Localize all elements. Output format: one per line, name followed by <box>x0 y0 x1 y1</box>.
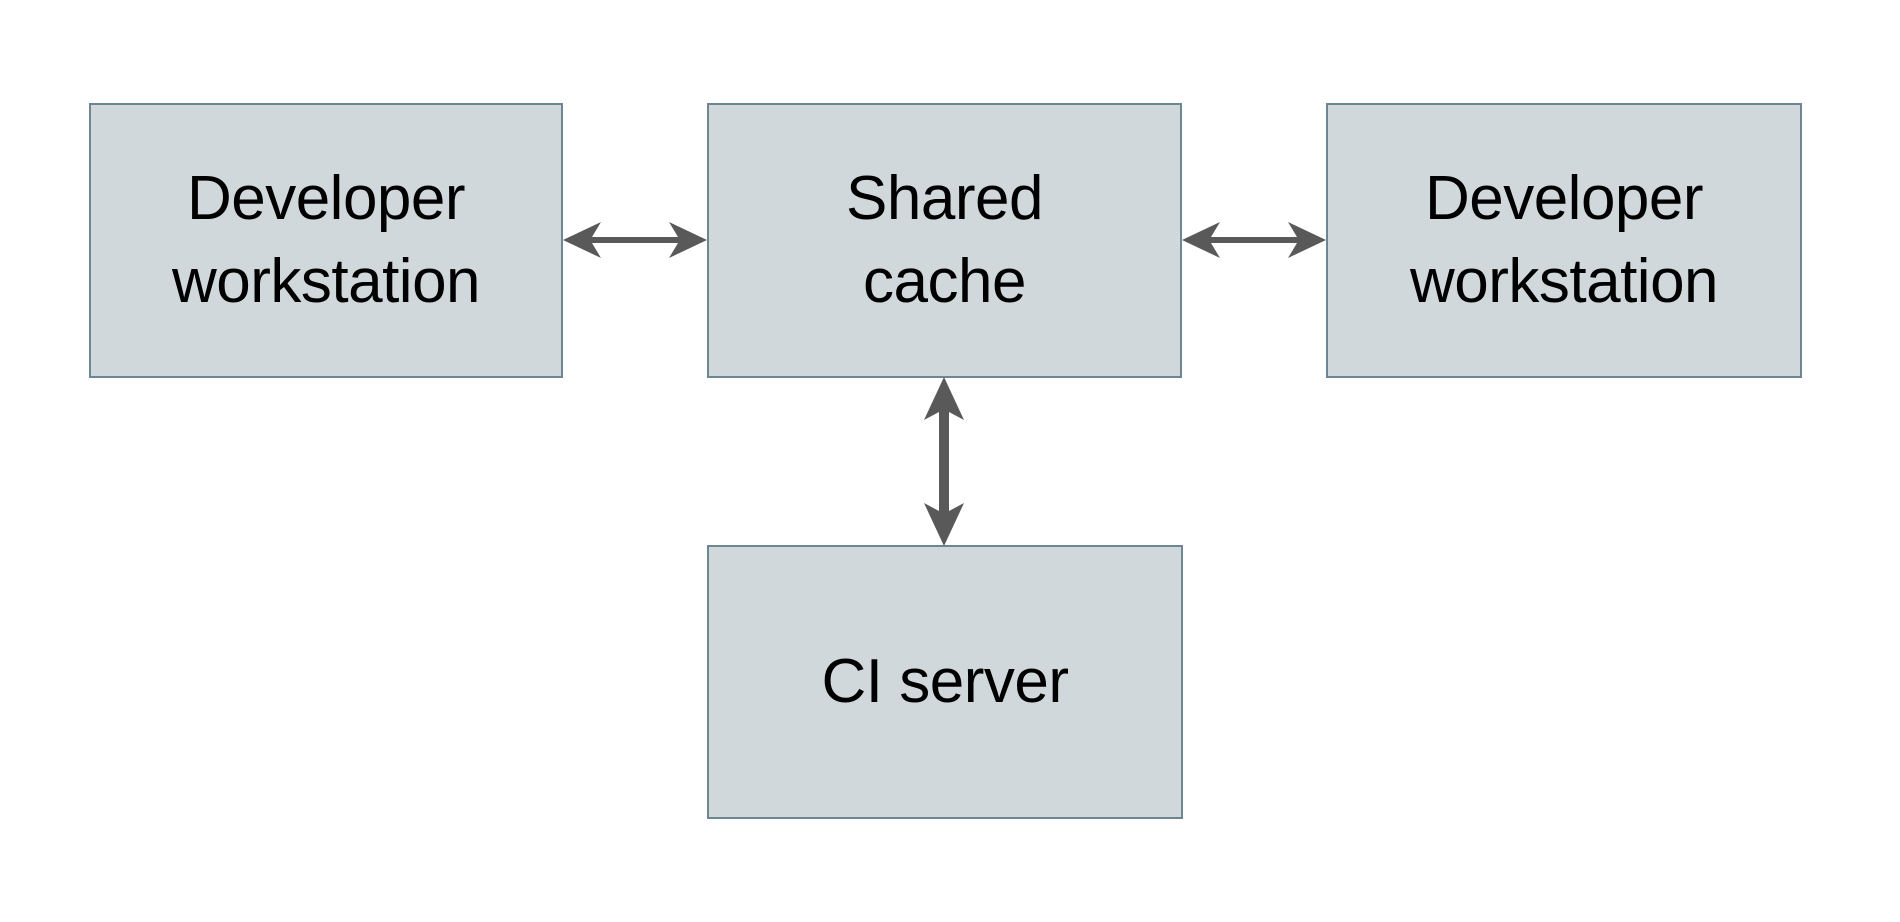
node-label: Developer workstation <box>1409 164 1719 316</box>
connector-cache-to-dev-right[interactable] <box>1176 206 1332 274</box>
node-developer-workstation-right[interactable]: Developer workstation <box>1326 103 1802 378</box>
node-developer-workstation-left[interactable]: Developer workstation <box>89 103 563 378</box>
connector-cache-to-ci-server[interactable] <box>910 372 978 551</box>
double-arrow-icon <box>924 377 964 546</box>
double-arrow-icon <box>1182 222 1326 258</box>
node-ci-server[interactable]: CI server <box>707 545 1183 819</box>
node-label: CI server <box>821 646 1069 716</box>
connector-dev-left-to-cache[interactable] <box>557 206 713 274</box>
node-label: Developer workstation <box>171 164 481 316</box>
node-shared-cache[interactable]: Shared cache <box>707 103 1182 378</box>
node-label: Shared cache <box>846 164 1043 316</box>
double-arrow-icon <box>563 222 707 258</box>
